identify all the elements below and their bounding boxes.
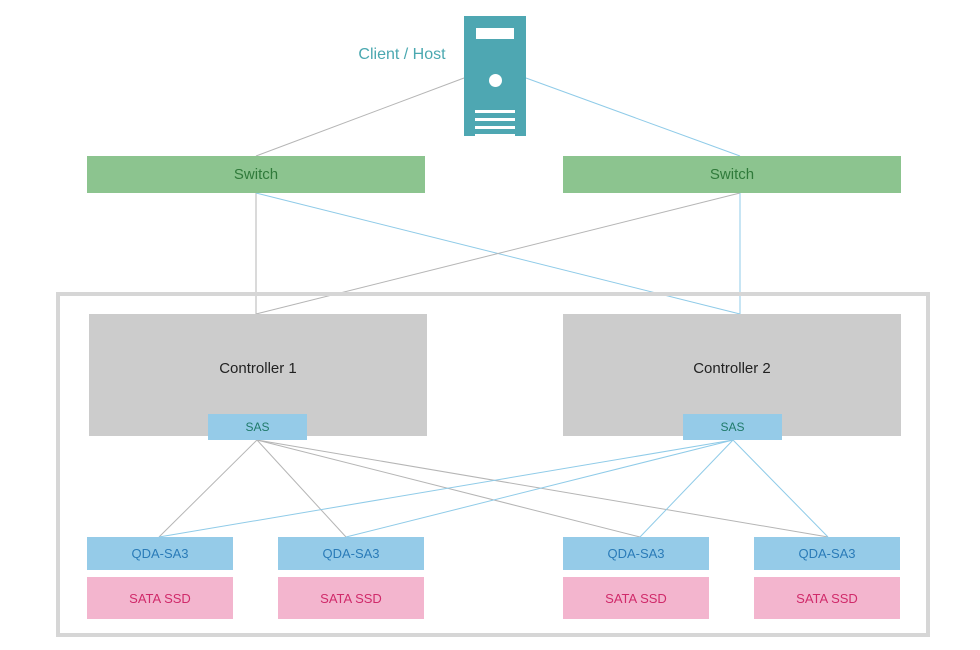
ssd-label: SATA SSD: [129, 590, 191, 606]
adapter-2: QDA-SA3: [278, 537, 424, 570]
sas-port-1: SAS: [208, 414, 307, 440]
storage-enclosure: [56, 292, 930, 637]
ssd-label: SATA SSD: [320, 590, 382, 606]
sas-port-2: SAS: [683, 414, 782, 440]
server-vent: [475, 110, 515, 113]
link-host-switch-1: [255, 77, 465, 157]
adapter-label: QDA-SA3: [607, 546, 665, 561]
server-power-led: [489, 74, 502, 87]
ssd-4: SATA SSD: [754, 577, 900, 619]
sas-label: SAS: [245, 420, 270, 434]
server-vent: [475, 118, 515, 121]
ssd-label: SATA SSD: [796, 590, 858, 606]
switch-2: Switch: [563, 156, 901, 193]
ssd-3: SATA SSD: [563, 577, 709, 619]
server-drive-slot: [476, 28, 514, 39]
adapter-label: QDA-SA3: [798, 546, 856, 561]
host-label: Client / Host: [358, 46, 446, 63]
switch-label: Switch: [709, 166, 755, 183]
server-vent: [475, 134, 515, 137]
adapter-3: QDA-SA3: [563, 537, 709, 570]
adapter-4: QDA-SA3: [754, 537, 900, 570]
ssd-2: SATA SSD: [278, 577, 424, 619]
adapter-label: QDA-SA3: [322, 546, 380, 561]
switch-label: Switch: [233, 166, 279, 183]
ssd-label: SATA SSD: [605, 590, 667, 606]
controller-label: Controller 2: [693, 360, 771, 377]
adapter-1: QDA-SA3: [87, 537, 233, 570]
adapter-label: QDA-SA3: [131, 546, 189, 561]
controller-label: Controller 1: [219, 360, 297, 377]
link-host-switch-2: [525, 77, 741, 157]
server-icon: [464, 16, 526, 137]
sas-label: SAS: [720, 420, 745, 434]
ssd-1: SATA SSD: [87, 577, 233, 619]
switch-1: Switch: [87, 156, 425, 193]
server-vent: [475, 126, 515, 129]
